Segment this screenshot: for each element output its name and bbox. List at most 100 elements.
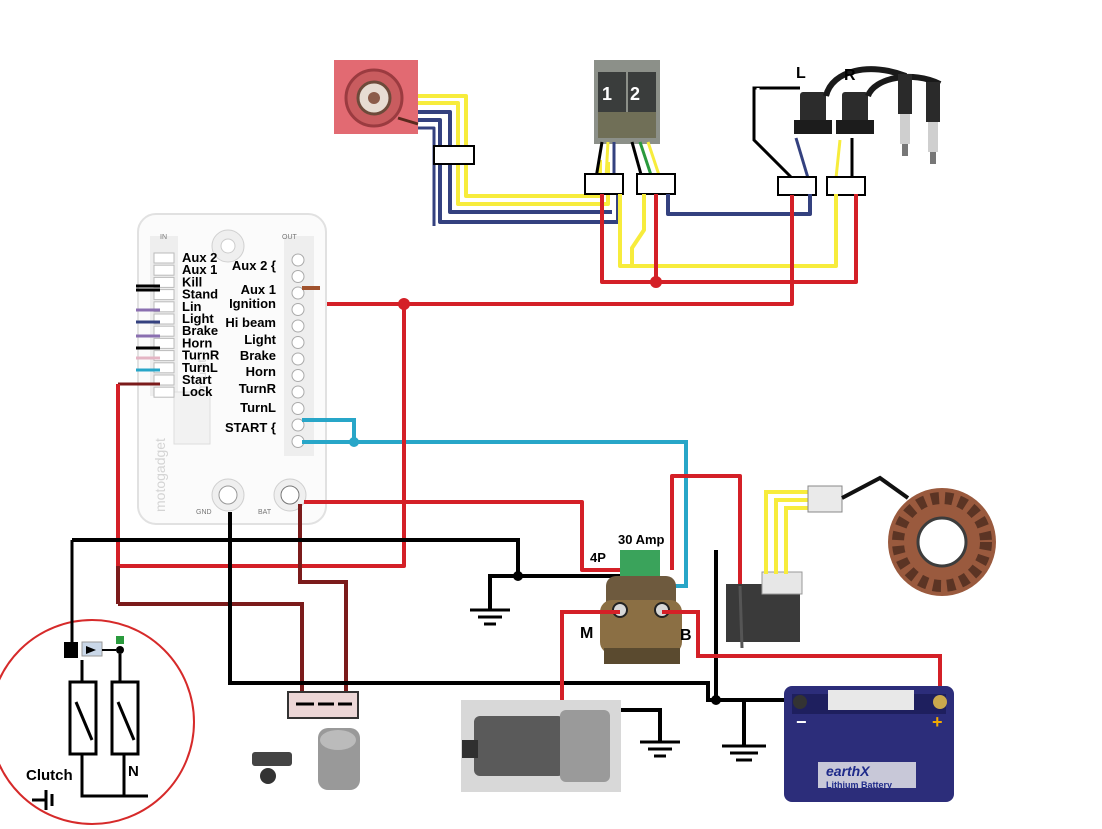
pickup-connector <box>433 145 475 165</box>
output-terminal <box>291 303 305 316</box>
ignition-connector-2 <box>636 173 676 195</box>
input-terminal <box>153 252 175 264</box>
module-in-header: IN <box>160 234 167 241</box>
stator-wires <box>764 490 808 574</box>
clutch-label: Clutch <box>26 767 73 784</box>
input-label: Brake <box>182 323 218 338</box>
input-label: TurnL <box>182 360 218 375</box>
stator-connector <box>807 485 843 513</box>
stator-cable <box>841 475 910 500</box>
coil-wires <box>752 86 854 182</box>
output-label: Aux 2 { <box>232 258 276 273</box>
input-terminal <box>153 313 175 325</box>
output-label: Aux 1 <box>241 282 276 297</box>
relay-m-label: M <box>580 625 593 642</box>
ignition-units-photo: 1 2 <box>594 60 660 144</box>
input-terminal <box>153 301 175 313</box>
input-terminal <box>153 374 175 386</box>
coil-connector-right <box>826 176 866 196</box>
relay-b-label: B <box>680 627 692 644</box>
regulator-photo <box>726 571 803 649</box>
output-terminal <box>291 270 305 283</box>
output-pins <box>291 253 305 448</box>
ground-symbols <box>470 608 766 762</box>
output-label: Brake <box>240 348 276 363</box>
stator-photo <box>888 488 996 596</box>
module-brand-text: motogadget <box>152 438 168 512</box>
module-gnd-label: GND <box>196 509 212 516</box>
input-label: Horn <box>182 335 212 350</box>
input-terminal <box>153 362 175 374</box>
output-terminal <box>291 352 305 366</box>
output-terminal <box>291 385 305 399</box>
ground-junction-1 <box>513 571 523 581</box>
neutral-label: N <box>128 763 139 780</box>
output-terminal <box>291 286 305 300</box>
output-label: TurnL <box>240 400 276 415</box>
clutch-neutral-inset: Clutch N <box>0 540 195 825</box>
battery-plus: + <box>932 712 943 732</box>
output-label: Light <box>244 332 276 347</box>
battery-brand: earthX <box>826 763 871 779</box>
module-model-text: m.unit <box>195 359 209 392</box>
module-out-header: OUT <box>282 234 298 241</box>
output-terminal <box>291 369 305 382</box>
coil-left-label: L <box>796 65 806 82</box>
input-label: Stand <box>182 287 218 302</box>
ignition-unit-2-label: 2 <box>630 84 640 104</box>
input-label: Light <box>182 311 214 326</box>
input-stub-wires <box>118 284 160 386</box>
input-terminal <box>153 264 175 276</box>
ground-junction-2 <box>711 695 721 705</box>
module-bat-label: BAT <box>258 509 272 516</box>
start-junction <box>349 437 359 447</box>
output-terminal <box>291 418 305 432</box>
battery-subtitle: Lithium Battery <box>826 780 892 790</box>
output-terminal <box>291 336 305 349</box>
input-label: TurnR <box>182 348 220 363</box>
battery-photo: − + earthX Lithium Battery <box>784 686 954 802</box>
starter-motor-photo <box>461 700 621 792</box>
output-terminal <box>291 319 305 333</box>
ignition-unit-pigtails <box>594 141 662 179</box>
ignition-junction <box>650 276 662 288</box>
output-label: Ignition <box>229 296 276 311</box>
input-label: Lock <box>182 384 213 399</box>
input-terminal <box>153 325 175 337</box>
coil-connector-left <box>777 176 817 196</box>
input-label: Start <box>182 372 212 387</box>
output-label: TurnR <box>239 381 277 396</box>
pickup-sensor-photo <box>334 60 419 134</box>
output-label: Hi beam <box>225 315 276 330</box>
output-label: START { <box>225 420 276 435</box>
input-terminal <box>153 276 175 288</box>
input-label: Lin <box>182 299 202 314</box>
ignition-harness <box>305 194 858 306</box>
output-terminal <box>291 253 305 267</box>
coils-photo: L R <box>794 65 942 164</box>
output-label: Horn <box>246 364 276 379</box>
ignition-unit-1-label: 1 <box>602 84 612 104</box>
starter-relay-photo: 30 Amp 4P M B <box>580 532 692 664</box>
input-pins <box>153 252 175 398</box>
ignition-connector-1 <box>584 173 624 195</box>
input-label: Aux 2 <box>182 250 217 265</box>
relay-4p-label: 4P <box>590 550 606 565</box>
input-terminal <box>153 337 175 349</box>
starter-cables <box>560 610 942 708</box>
ignition-switch-wires <box>116 504 348 694</box>
coil-right-label: R <box>844 67 856 84</box>
input-terminal <box>153 350 175 362</box>
ignition-switch-connector <box>287 691 359 719</box>
fuse-label: 30 Amp <box>618 532 665 547</box>
input-label: Aux 1 <box>182 262 217 277</box>
input-terminal <box>153 289 175 301</box>
output-terminal <box>291 402 305 415</box>
input-label: Kill <box>182 274 202 289</box>
ignition-switch-photo <box>252 728 360 790</box>
battery-feed-wires <box>116 304 742 585</box>
input-terminal <box>153 386 175 398</box>
